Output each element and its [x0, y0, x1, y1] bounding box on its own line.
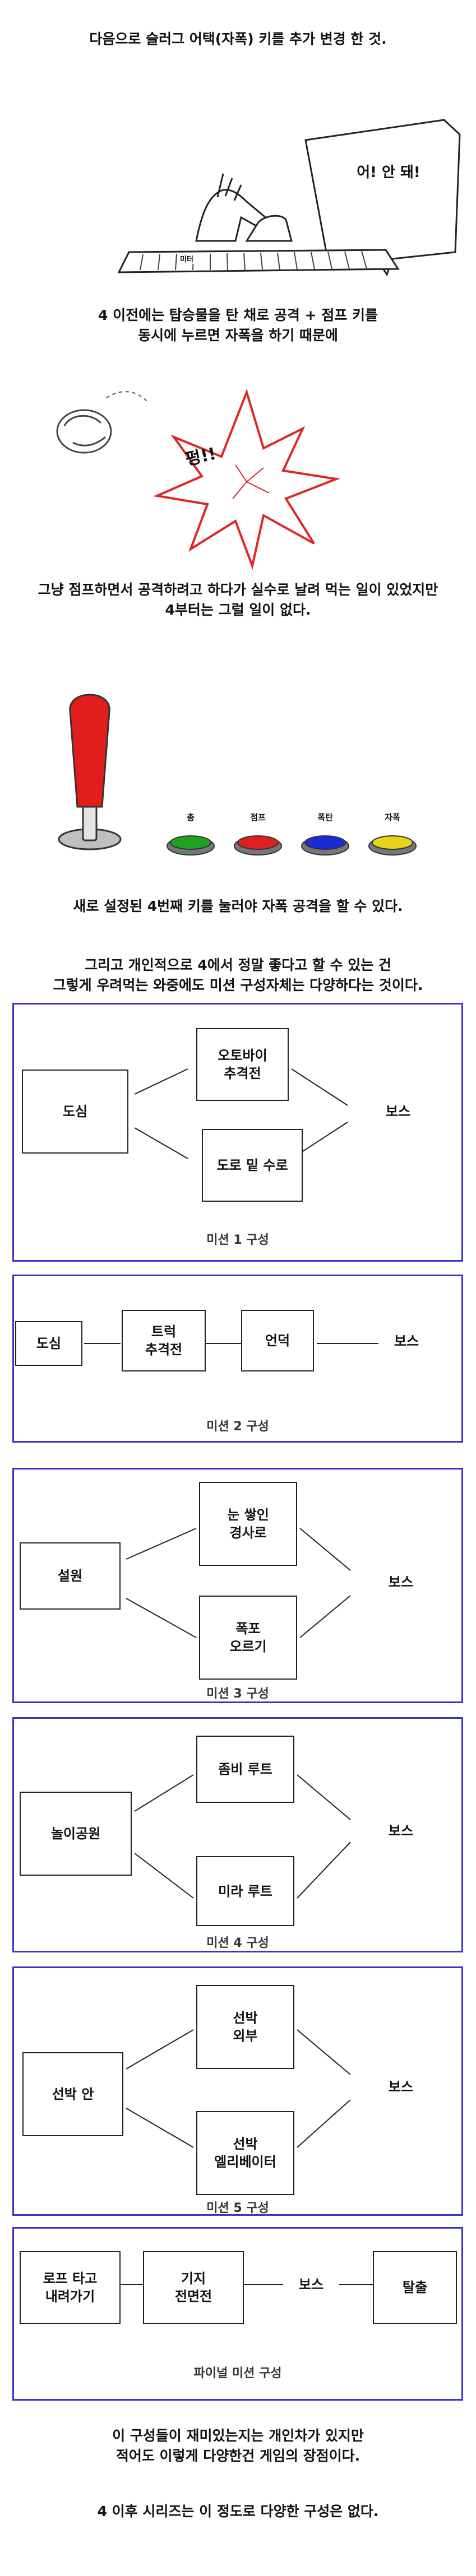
- button-label-jump: 점프: [250, 812, 266, 822]
- mission-2-panel: 도심 트럭 추격전 언덕 보스 미션 2 구성: [12, 1275, 463, 1443]
- final-mission-panel: 로프 타고 내려가기 기지 전면전 보스 탈출 파이널 미션 구성: [12, 2227, 463, 2401]
- self-destruct-button: [368, 835, 417, 855]
- mission-5-panel: 선박 안 선박 외부 선박 엘리베이터 보스 미션 5 구성: [12, 1966, 463, 2216]
- mission-3-panel: 설원 눈 쌓인 경사로 폭포 오르기 보스 미션 3 구성: [12, 1468, 463, 1703]
- gun-button: [167, 835, 215, 855]
- mission-1-panel: 도심 오토바이 추격전 도로 밑 수로 보스 미션 1 구성: [12, 1003, 463, 1262]
- mission-4-branch-b: 미라 루트: [196, 1856, 294, 1926]
- mission-5-end: 보스: [388, 2079, 414, 2095]
- mission-5-branch-b: 선박 엘리베이터: [196, 2111, 294, 2195]
- final-mission-node-1: 로프 타고 내려가기: [20, 2251, 121, 2324]
- mission-1-branch-a: 오토바이 추격전: [196, 1028, 289, 1101]
- speech-bubble-text: 어! 안 돼!: [357, 164, 420, 181]
- mission-3-end: 보스: [388, 1574, 414, 1590]
- mission-5-connectors: [126, 2029, 351, 2148]
- mission-1-title: 미션 1 구성: [206, 1233, 269, 1247]
- mission-3-start: 설원: [20, 1542, 121, 1610]
- mission-4-panel: 놀이공원 좀비 루트 미라 루트 보스 미션 4 구성: [12, 1717, 463, 1952]
- final-mission-end: 탈출: [373, 2251, 457, 2324]
- arcade-stick-illustration: [58, 694, 122, 850]
- button-label-bomb: 폭탄: [317, 812, 333, 822]
- final-mission-node-2: 기지 전면전: [143, 2251, 244, 2324]
- mission-2-node-2: 트럭 추격전: [122, 1310, 206, 1371]
- key-label: 미터: [178, 253, 195, 264]
- mission-4-end: 보스: [388, 1823, 414, 1839]
- mission-2-end: 보스: [394, 1333, 419, 1349]
- mission-3-title: 미션 3 구성: [206, 1687, 269, 1701]
- caption-new-key: 새로 설정된 4번째 키를 눌러야 자폭 공격을 할 수 있다.: [73, 898, 403, 914]
- mission-2-connectors: [84, 1343, 378, 1344]
- mission-5-branch-a: 선박 외부: [196, 1985, 294, 2069]
- caption-accident: 그냥 점프하면서 공격하려고 하다가 실수로 날려 먹는 일이 있었지만 4부터…: [38, 582, 438, 618]
- mission-1-branch-b: 도로 밑 수로: [202, 1129, 303, 1202]
- mission-1-end: 보스: [385, 1104, 411, 1119]
- mission-4-start: 놀이공원: [20, 1792, 132, 1876]
- mission-2-node-3: 언덕: [241, 1310, 314, 1371]
- caption-conclusion: 이 구성들이 재미있는지는 개인차가 있지만 적어도 이렇게 다양한건 게임의 …: [112, 2428, 364, 2464]
- mission-4-connectors: [134, 1774, 351, 1899]
- caption-after-4: 4 이후 시리즈는 이 정도로 다양한 구성은 없다.: [97, 2503, 379, 2519]
- button-label-self-destruct: 자폭: [385, 812, 400, 822]
- button-label-gun: 총: [187, 812, 195, 822]
- mission-3-connectors: [126, 1528, 351, 1638]
- mission-3-branch-a: 눈 쌓인 경사로: [199, 1482, 297, 1566]
- mission-2-title: 미션 2 구성: [206, 1420, 269, 1434]
- caption-intro: 다음으로 슬러그 어택(자폭) 키를 추가 변경 한 것.: [89, 31, 387, 47]
- arcade-buttons: [167, 835, 417, 855]
- explosion-illustration: [56, 388, 341, 570]
- mission-5-start: 선박 안: [22, 2052, 123, 2136]
- final-mission-title: 파이널 미션 구성: [193, 2366, 282, 2380]
- final-mission-boss: 보스: [298, 2277, 324, 2293]
- mission-4-title: 미션 4 구성: [206, 1936, 269, 1950]
- caption-before-4: 4 이전에는 탑승물을 탄 채로 공격 + 점프 키를 동시에 누르면 자폭을 …: [98, 307, 378, 343]
- mission-3-branch-b: 폭포 오르기: [199, 1596, 297, 1680]
- final-mission-connectors: [121, 2284, 373, 2285]
- caption-mission-variety: 그리고 개인적으로 4에서 정말 좋다고 할 수 있는 건 그렇게 우려먹는 와…: [53, 957, 423, 993]
- mission-2-node-1: 도심: [15, 1321, 82, 1366]
- bomb-button: [301, 835, 349, 855]
- mission-4-branch-a: 좀비 루트: [196, 1736, 294, 1803]
- mission-5-title: 미션 5 구성: [206, 2201, 269, 2215]
- jump-button: [234, 835, 282, 855]
- mission-1-start: 도심: [22, 1070, 128, 1154]
